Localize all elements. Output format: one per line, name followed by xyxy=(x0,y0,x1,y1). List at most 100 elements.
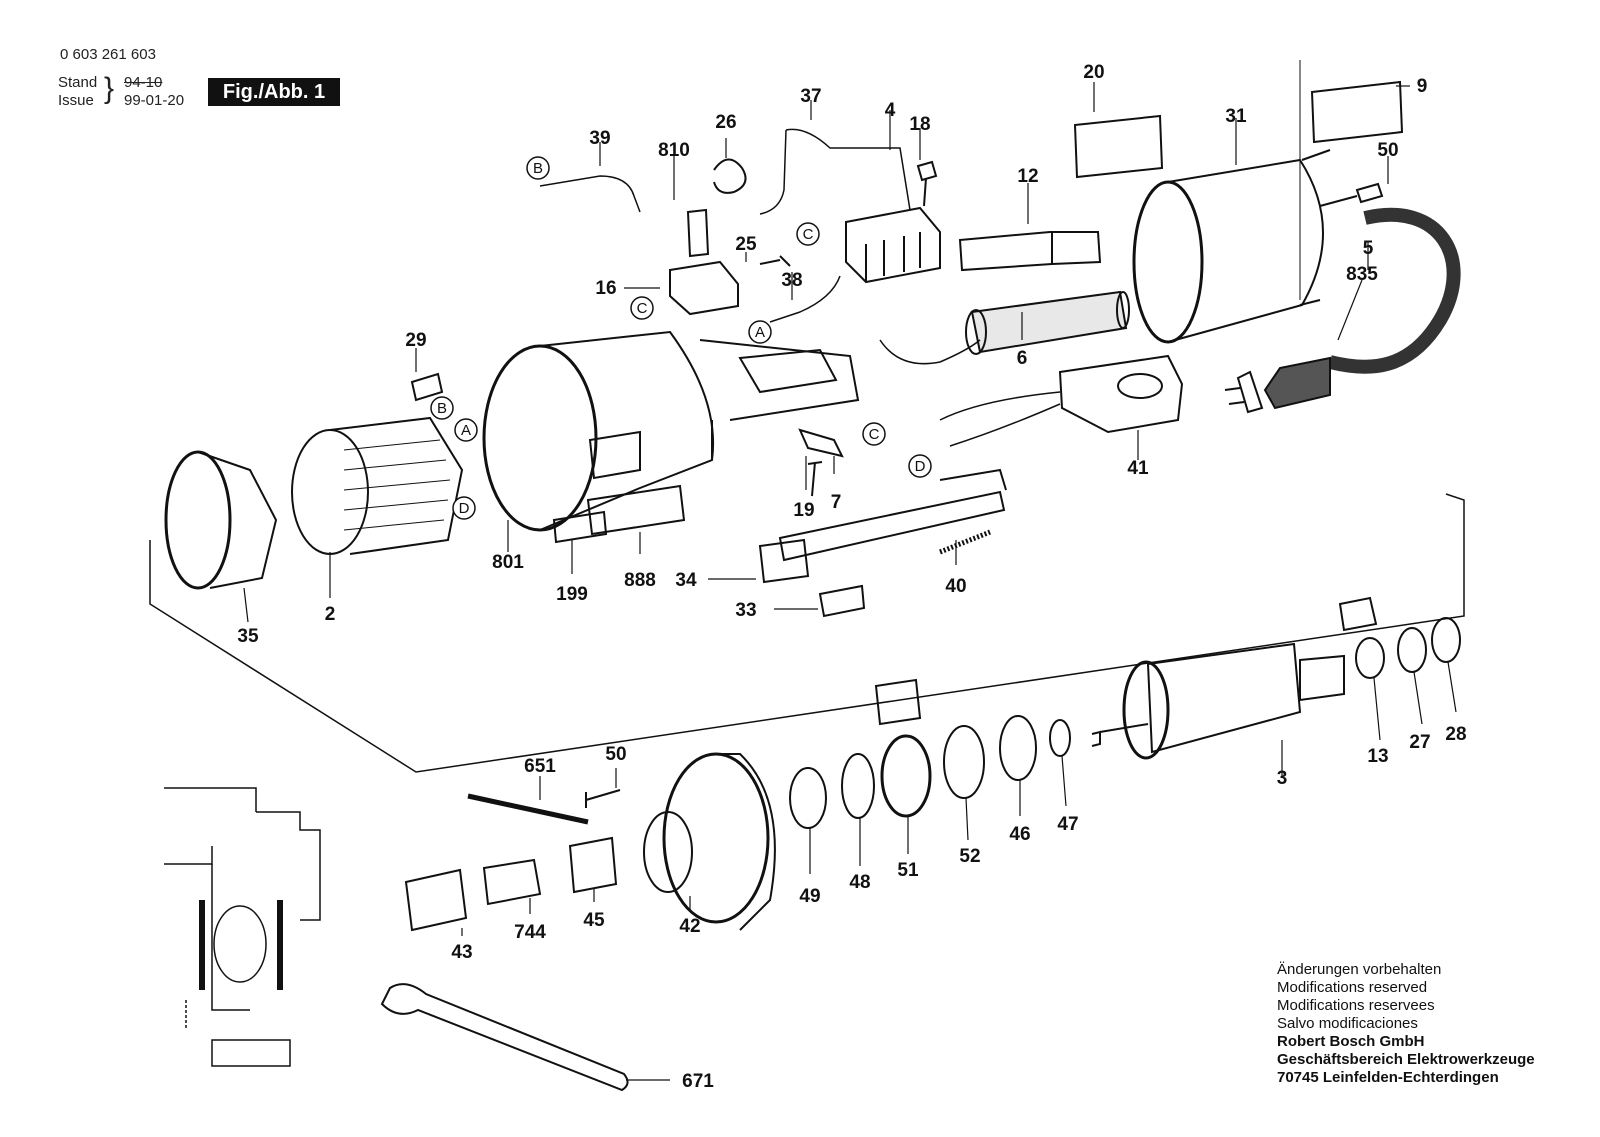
callout-9: 9 xyxy=(1417,76,1428,97)
connector-c-3: C xyxy=(862,422,886,446)
new-date: 99-01-20 xyxy=(124,92,185,109)
callout-52: 52 xyxy=(959,846,980,867)
callout-18: 18 xyxy=(909,114,930,135)
screw-50-top xyxy=(1319,182,1384,207)
pin-651 xyxy=(467,793,589,825)
svg-text:C: C xyxy=(803,226,814,243)
callout-51: 51 xyxy=(897,860,919,881)
spring-40 xyxy=(939,529,991,555)
wire-39 xyxy=(539,175,641,213)
svg-text:A: A xyxy=(461,422,471,439)
callout-7: 7 xyxy=(831,492,842,513)
callout-671: 671 xyxy=(682,1071,714,1092)
ring-48 xyxy=(841,753,875,819)
connector-a-1: A xyxy=(748,320,772,344)
callout-26: 26 xyxy=(715,112,736,133)
connector-c-1: C xyxy=(630,296,654,320)
ring-46 xyxy=(999,715,1037,781)
callout-25: 25 xyxy=(735,234,757,255)
capacitor-810 xyxy=(686,208,710,258)
callout-34: 34 xyxy=(675,570,697,591)
callout-42: 42 xyxy=(679,916,700,937)
issue-label: Issue xyxy=(58,92,94,109)
svg-text:C: C xyxy=(869,426,880,443)
bearing-cap-2 xyxy=(874,678,922,726)
insulation-sleeve-29 xyxy=(410,372,444,402)
note-fr: Modifications reservees xyxy=(1277,997,1435,1014)
note-es: Salvo modificaciones xyxy=(1277,1015,1418,1032)
callout-16: 16 xyxy=(595,278,616,299)
callout-27: 27 xyxy=(1409,732,1430,753)
connector-c-2: C xyxy=(796,222,820,246)
end-shield-35 xyxy=(164,450,278,590)
ring-49 xyxy=(789,767,827,829)
power-cable-5 xyxy=(1224,207,1461,414)
callout-37: 37 xyxy=(800,86,821,107)
company-name: Robert Bosch GmbH xyxy=(1277,1033,1425,1050)
field-housing-801 xyxy=(482,330,860,532)
connector-b-2: B xyxy=(430,396,454,420)
company-division: Geschäftsbereich Elektrowerkzeuge xyxy=(1277,1051,1535,1068)
screw-19 xyxy=(807,461,823,497)
callout-48: 48 xyxy=(849,872,870,893)
callout-801: 801 xyxy=(492,552,524,573)
callout-50-top: 50 xyxy=(1377,140,1398,161)
callout-31: 31 xyxy=(1225,106,1247,127)
spring-26 xyxy=(713,158,747,194)
callout-20: 20 xyxy=(1083,62,1104,83)
callout-41: 41 xyxy=(1127,458,1149,479)
screw-50-bottom xyxy=(585,789,621,808)
switch-4 xyxy=(759,128,941,284)
callout-835: 835 xyxy=(1346,264,1378,285)
callout-29: 29 xyxy=(405,330,426,351)
bearing-51 xyxy=(880,734,932,818)
ring-52 xyxy=(943,725,985,799)
callout-43: 43 xyxy=(451,942,472,963)
nut-43 xyxy=(404,868,468,932)
label-plate-9 xyxy=(1310,80,1404,144)
callout-810: 810 xyxy=(658,140,690,161)
callout-5: 5 xyxy=(1363,238,1374,259)
electronic-module-41 xyxy=(939,354,1184,447)
clamp-7 xyxy=(798,428,844,458)
callout-744: 744 xyxy=(514,922,546,943)
leader-lines xyxy=(243,82,1457,1081)
figure-badge: Fig./Abb. 1 xyxy=(208,78,340,106)
switch-rod-34 xyxy=(758,468,1007,584)
connector-a-2: A xyxy=(454,418,478,442)
screw-18 xyxy=(916,160,938,207)
connector-d-2: D xyxy=(908,454,932,478)
ring-28 xyxy=(1431,617,1461,663)
wiring-diagram xyxy=(164,787,321,1067)
wrench-671 xyxy=(380,983,629,1092)
callout-40: 40 xyxy=(945,576,966,597)
callout-199: 199 xyxy=(556,584,588,605)
slide-33 xyxy=(818,584,866,618)
callout-45: 45 xyxy=(583,910,605,931)
gear-housing-42 xyxy=(643,752,776,931)
svg-text:A: A xyxy=(755,324,765,341)
callout-35: 35 xyxy=(237,626,259,647)
callout-888: 888 xyxy=(624,570,656,591)
footer-notes: Änderungen vorbehalten Modifications res… xyxy=(1277,961,1535,1087)
frame-outline xyxy=(149,493,1465,773)
svg-text:D: D xyxy=(459,500,470,517)
wire-38 xyxy=(769,275,841,323)
company-address: 70745 Leinfelden-Echterdingen xyxy=(1277,1069,1499,1086)
wire-harness xyxy=(879,339,981,365)
callout-47: 47 xyxy=(1057,814,1078,835)
callout-46: 46 xyxy=(1009,824,1030,845)
collet-744 xyxy=(482,858,542,906)
callout-28: 28 xyxy=(1445,724,1466,745)
svg-text:B: B xyxy=(533,160,543,177)
note-de: Änderungen vorbehalten xyxy=(1277,961,1442,978)
armature-3 xyxy=(1091,642,1345,760)
callout-38: 38 xyxy=(781,270,802,291)
callout-3: 3 xyxy=(1277,768,1288,789)
sleeve-45 xyxy=(568,836,618,894)
svg-text:D: D xyxy=(915,458,926,475)
callout-13: 13 xyxy=(1367,746,1388,767)
screw-25 xyxy=(759,255,791,267)
stand-label: Stand xyxy=(58,74,98,91)
